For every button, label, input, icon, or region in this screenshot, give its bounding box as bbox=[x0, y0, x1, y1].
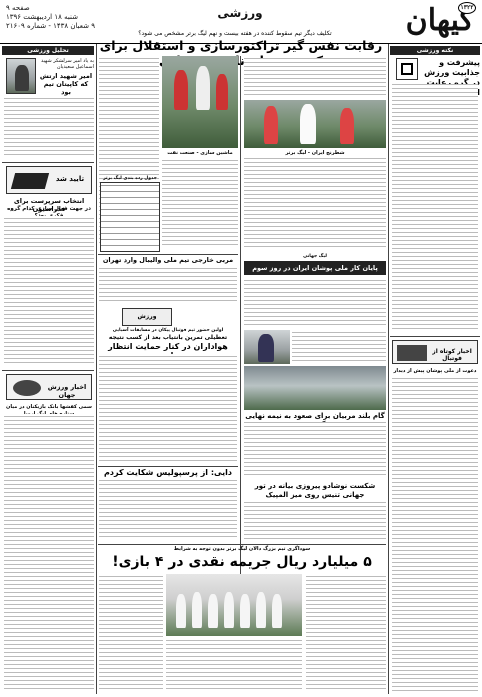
player-figure-2 bbox=[196, 66, 210, 110]
team-player-4 bbox=[224, 592, 234, 628]
bottom-headline: ۵ میلیارد ریال جریمه نقدی در ۴ بازی! bbox=[112, 554, 372, 570]
athlete-figure bbox=[258, 334, 274, 362]
team-player-5 bbox=[240, 594, 250, 628]
player-figure-4 bbox=[264, 106, 278, 144]
left-top-label: تحلیل ورزشی bbox=[2, 46, 94, 55]
right-bottom-headline: دعوت از ملی پوشان پیش از دیدار bbox=[393, 368, 477, 374]
column-divider-middle bbox=[240, 56, 241, 576]
team-player-6 bbox=[256, 592, 266, 628]
column-divider-right bbox=[388, 44, 389, 694]
profile-name: امیر شهید ارتش که کاپیتان تیم بود bbox=[39, 72, 93, 96]
world-sports-box: اخبار ورزش جهان bbox=[6, 374, 92, 400]
league-head: تعطیلی تمرین بانتیاب بعد از کسب نتیجه bbox=[108, 334, 228, 341]
ice-hockey-label: لیگ جهانی bbox=[303, 254, 327, 259]
middle-left-subhead: ماشین سازی - صنعت نفت bbox=[167, 150, 233, 156]
wrestling-lines bbox=[244, 502, 386, 542]
ice-hockey-lines-2 bbox=[292, 330, 386, 364]
bottom-lines-left bbox=[99, 574, 163, 692]
promo-banner: تایید شد bbox=[55, 175, 85, 183]
left-article-lines-2 bbox=[4, 216, 94, 366]
center-lines-1 bbox=[244, 158, 386, 250]
profile-photo bbox=[6, 58, 36, 94]
left-article-lines-1 bbox=[4, 98, 94, 158]
page-number: صفحه ۹ bbox=[6, 4, 30, 12]
standings-table bbox=[100, 182, 160, 252]
player-figure-3 bbox=[216, 74, 228, 110]
left-rule-2 bbox=[2, 370, 94, 371]
table-title: جدول رده بندی لیگ برتر bbox=[103, 176, 157, 181]
lead-article-lines-1 bbox=[244, 58, 386, 98]
world-banner: اخبار ورزش جهان bbox=[47, 383, 87, 399]
question-headline: انتخاب سرپرست برای فدراسیون bbox=[13, 197, 85, 213]
stadium-lines bbox=[244, 422, 386, 478]
left-rule-1 bbox=[2, 162, 94, 163]
volleyball-lines bbox=[99, 266, 237, 304]
promo-box: تایید شد bbox=[6, 166, 92, 194]
player-figure-1 bbox=[174, 70, 188, 110]
wrestling-headline: شکست نوشادو پیروزی بیانه در تور جهانی تن… bbox=[254, 482, 376, 499]
team-player-2 bbox=[192, 592, 202, 628]
team-photo bbox=[166, 574, 302, 636]
mid-rule-1 bbox=[98, 254, 238, 255]
bottom-lines-right bbox=[306, 574, 386, 692]
newspaper-logo: کیهان ۱۳۲۲ bbox=[354, 2, 476, 39]
short-news-box: اخبار کوتاه از فوتبال bbox=[392, 340, 478, 364]
right-article-lines-1 bbox=[392, 84, 478, 332]
pen-icon bbox=[10, 173, 50, 189]
perspolis-headline: دایی: از پرسپولیس شکایت کردم bbox=[104, 468, 232, 477]
ice-hockey-photo bbox=[244, 330, 290, 364]
logo-seal: ۱۳۲۲ bbox=[458, 2, 476, 14]
left-article-lines-3 bbox=[4, 414, 94, 692]
right-article-lines-2 bbox=[392, 376, 478, 694]
ice-hockey-lines bbox=[244, 278, 386, 328]
football-icon bbox=[397, 345, 427, 361]
bottom-lines-center bbox=[166, 640, 302, 692]
masthead bbox=[0, 0, 482, 44]
page-info: صفحه ۹ شنبه ۱۸ اردیبهشت ۱۳۹۶ ۹ شعبان ۱۴۳… bbox=[6, 4, 95, 31]
middle-left-lines-2 bbox=[162, 158, 238, 248]
team-player-3 bbox=[208, 594, 218, 628]
column-divider-left bbox=[96, 44, 97, 694]
lead-kicker: تکلیف دیگر تیم سقوط کننده در هفته بیست و… bbox=[138, 30, 332, 37]
sport-box: ورزش bbox=[122, 308, 172, 326]
ice-hockey-headline: پایان کار ملی پوشان ایران در روز سوم بدو… bbox=[244, 261, 386, 286]
center-subhead: شطرنج ایران - لیگ برتر bbox=[285, 150, 345, 156]
column-logo-icon bbox=[396, 58, 418, 80]
profile-caption: به یاد امیر سرلشکر شهید اسماعیل سعیدیان bbox=[41, 58, 94, 70]
mid-rule-2 bbox=[98, 466, 238, 467]
square-icon bbox=[401, 63, 413, 75]
right-column-header: نکته ورزشی bbox=[390, 46, 480, 55]
sport-box-label: ورزش bbox=[137, 313, 157, 320]
profile-figure bbox=[15, 65, 29, 91]
player-figure-6 bbox=[340, 108, 354, 144]
ball-icon bbox=[13, 380, 41, 396]
stadium-photo bbox=[244, 366, 386, 410]
date-line: شنبه ۱۸ اردیبهشت ۱۳۹۶ bbox=[6, 13, 78, 21]
right-rule-1 bbox=[390, 336, 480, 337]
player-figure-5 bbox=[300, 104, 316, 144]
lead-photo-right bbox=[244, 100, 386, 148]
team-player-1 bbox=[176, 594, 186, 628]
section-title: ورزشی bbox=[217, 6, 263, 20]
league-kicker: اولین حضور تیم فوتبال پیکان در مسابقات آ… bbox=[112, 328, 224, 333]
lead-photo bbox=[162, 56, 238, 148]
short-news-banner: اخبار کوتاه از فوتبال bbox=[432, 348, 472, 362]
perspolis-lines bbox=[99, 480, 237, 540]
bottom-kicker: سوداگری تیم بزرگ دالان لیگ برتر بدون توج… bbox=[173, 546, 311, 552]
team-player-7 bbox=[272, 594, 282, 628]
bottom-rule bbox=[98, 544, 386, 545]
league-lines bbox=[99, 354, 237, 464]
issue-line: ۹ شعبان ۱۴۳۸ - شماره ۲۱۶۰۹ bbox=[6, 22, 95, 30]
